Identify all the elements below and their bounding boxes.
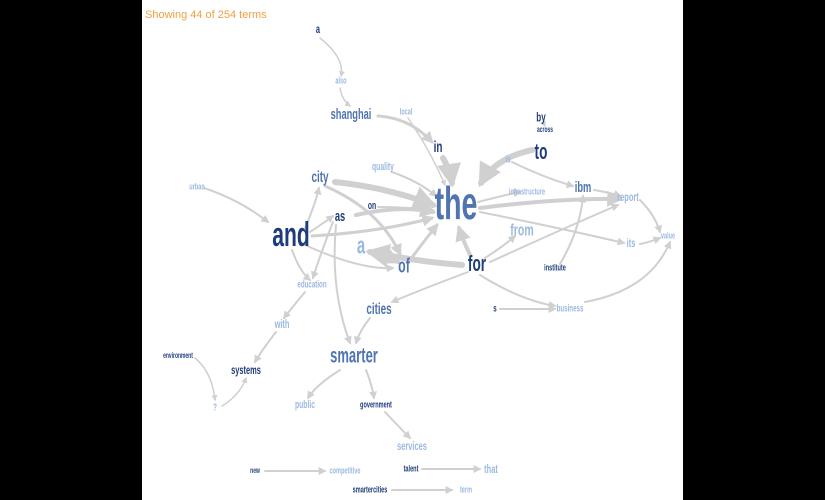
- term-local[interactable]: local: [400, 106, 413, 117]
- term-q[interactable]: ?: [213, 401, 217, 413]
- link-as-to-education: [311, 221, 334, 280]
- term-and[interactable]: and: [272, 215, 309, 253]
- term-in[interactable]: in: [434, 138, 443, 156]
- word-tree-panel: [142, 0, 683, 500]
- term-a_top[interactable]: a: [316, 24, 320, 37]
- link-q-to-systems: [221, 376, 248, 407]
- link-to-to-the: [478, 147, 535, 188]
- link-shanghai-to-in: [376, 114, 434, 144]
- term-with[interactable]: with: [274, 319, 290, 332]
- term-services[interactable]: services: [397, 441, 427, 454]
- term-education[interactable]: education: [297, 278, 326, 290]
- term-across[interactable]: across: [537, 126, 553, 134]
- link-for-to-report: [489, 203, 620, 263]
- link-education-to-with: [283, 291, 306, 320]
- term-of[interactable]: of: [398, 254, 410, 277]
- link-with-to-systems: [254, 331, 277, 364]
- term-report[interactable]: report: [617, 192, 639, 205]
- term-systems[interactable]: systems: [231, 365, 261, 378]
- link-is-to-ibm: [511, 161, 575, 189]
- term-on[interactable]: on: [368, 199, 377, 211]
- term-competitive[interactable]: competitive: [330, 465, 361, 476]
- term-from[interactable]: from: [510, 220, 533, 239]
- link-for-to-business: [479, 274, 557, 309]
- term-urban[interactable]: urban: [189, 181, 205, 192]
- link-business-to-value: [584, 240, 672, 303]
- term-the[interactable]: the: [435, 178, 478, 230]
- link-smarter-to-public: [307, 369, 341, 400]
- link-by-to-across: [540, 120, 546, 128]
- term-term[interactable]: term: [460, 484, 472, 495]
- term-institute[interactable]: institute: [544, 262, 566, 273]
- term-links: [194, 37, 672, 494]
- link-ibm-to-report: [593, 189, 622, 198]
- link-a_top-to-also: [319, 37, 345, 78]
- link-in-to-the: [437, 155, 461, 188]
- link-and-to-the: [310, 214, 435, 238]
- link-its-to-value: [639, 236, 662, 245]
- link-also-to-shanghai: [339, 87, 351, 107]
- link-of-to-the: [408, 223, 439, 262]
- term-infrastructure[interactable]: infrastructure: [509, 186, 545, 197]
- term-public[interactable]: public: [295, 398, 315, 410]
- term-by[interactable]: by: [536, 111, 545, 125]
- term-as[interactable]: as: [335, 208, 345, 225]
- term-talent[interactable]: talent: [404, 463, 419, 474]
- link-as-to-smarter: [333, 224, 352, 345]
- link-and-to-education: [291, 249, 312, 282]
- link-and-to-as: [309, 215, 335, 233]
- link-cities-to-smarter: [354, 317, 371, 345]
- link-for-to-the: [455, 224, 472, 257]
- link-environment-to-q: [194, 357, 218, 402]
- term-smartercities[interactable]: smartercities: [353, 484, 388, 495]
- term-a_mid[interactable]: a: [357, 233, 366, 259]
- term-quality[interactable]: quality: [372, 160, 395, 172]
- link-and-to-city: [304, 186, 322, 229]
- link-report-to-value: [639, 199, 663, 234]
- term-city[interactable]: city: [311, 168, 329, 186]
- link-institute-to-ibm: [559, 194, 587, 265]
- term-business[interactable]: business: [557, 302, 584, 314]
- term-environment[interactable]: environment: [163, 352, 193, 360]
- status-text: Showing 44 of 254 terms: [145, 9, 267, 21]
- link-city-to-of: [323, 184, 402, 257]
- term-is[interactable]: is: [505, 153, 510, 165]
- term-cities[interactable]: cities: [366, 300, 391, 318]
- link-as-to-the: [354, 201, 437, 218]
- term-ibm[interactable]: ibm: [575, 179, 592, 196]
- link-the-to-report: [478, 190, 624, 210]
- link-smarter-to-government: [365, 369, 377, 400]
- term-s[interactable]: s: [493, 302, 497, 314]
- link-the-to-its: [479, 211, 626, 246]
- link-for-to-a_mid: [365, 243, 465, 268]
- link-for-to-from: [484, 234, 517, 259]
- term-for[interactable]: for: [468, 250, 486, 275]
- link-government-to-services: [384, 411, 412, 440]
- link-and-to-of: [304, 244, 395, 273]
- term-that[interactable]: that: [484, 464, 498, 477]
- term-shanghai[interactable]: shanghai: [331, 106, 372, 123]
- link-city-to-the: [332, 179, 438, 210]
- link-urban-to-and: [203, 187, 270, 223]
- term-its[interactable]: its: [627, 238, 636, 251]
- link-for-to-cities: [390, 271, 469, 304]
- term-new[interactable]: new: [250, 467, 260, 475]
- term-also[interactable]: also: [335, 75, 346, 86]
- link-the-to-infrastructure: [477, 189, 522, 203]
- term-government[interactable]: government: [360, 399, 392, 410]
- term-to[interactable]: to: [535, 138, 548, 163]
- term-value[interactable]: value: [661, 230, 675, 241]
- term-smarter[interactable]: smarter: [330, 343, 378, 367]
